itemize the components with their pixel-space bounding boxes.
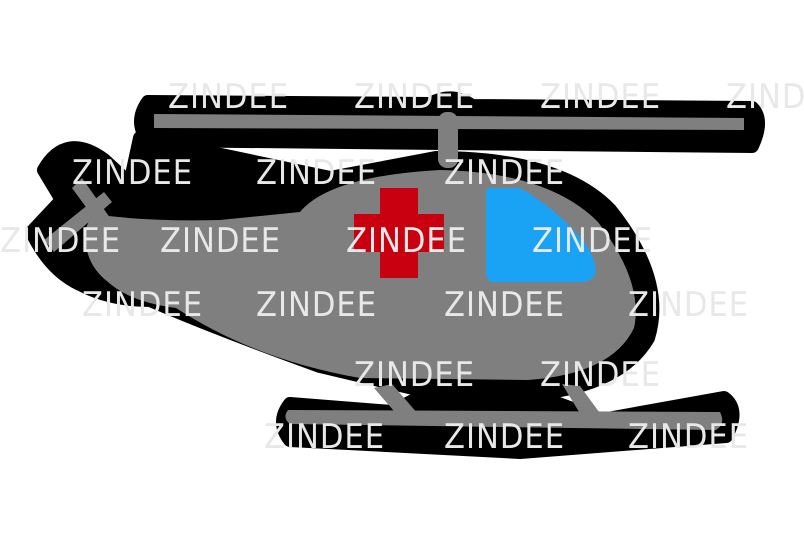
- watermark-text: ZINDEE: [160, 221, 281, 261]
- watermark-layer: ZINDEE ZINDEE ZINDEE ZINDEE ZINDEE ZINDEE ZIND…: [0, 77, 804, 457]
- cockpit-window: [486, 188, 596, 282]
- watermark-text: ZINDEE: [346, 221, 467, 261]
- watermark-text: ZINDEE: [354, 355, 475, 395]
- watermark-text: ZINDEE: [628, 285, 749, 325]
- watermark-text: ZINDEE: [540, 77, 661, 117]
- watermark-text: ZINDEE: [256, 153, 377, 193]
- watermark-text: ZINDEE: [540, 355, 661, 395]
- rotor-mast: [438, 112, 458, 168]
- watermark-text: ZINDEE: [264, 417, 385, 457]
- watermark-text: ZINDEE: [444, 285, 565, 325]
- medical-cross-icon: [354, 188, 444, 278]
- watermark-text: ZINDEE: [726, 77, 804, 117]
- watermark-text: ZINDEE: [444, 153, 565, 193]
- watermark-text: ZINDEE: [628, 417, 749, 457]
- landing-strut-left: [374, 384, 418, 418]
- landing-skid: [285, 410, 723, 430]
- watermark-text: ZINDEE: [168, 77, 289, 117]
- landing-strut-right: [562, 384, 602, 420]
- watermark-text: ZINDEE: [82, 285, 203, 325]
- watermark-text: ZINDEE: [354, 77, 475, 117]
- watermark-text: ZINDEE: [256, 285, 377, 325]
- watermark-text: ZINDEE: [0, 221, 121, 261]
- watermark-text: ZINDEE: [72, 153, 193, 193]
- watermark-text: ZINDEE: [532, 221, 653, 261]
- watermark-text: ZINDEE: [444, 417, 565, 457]
